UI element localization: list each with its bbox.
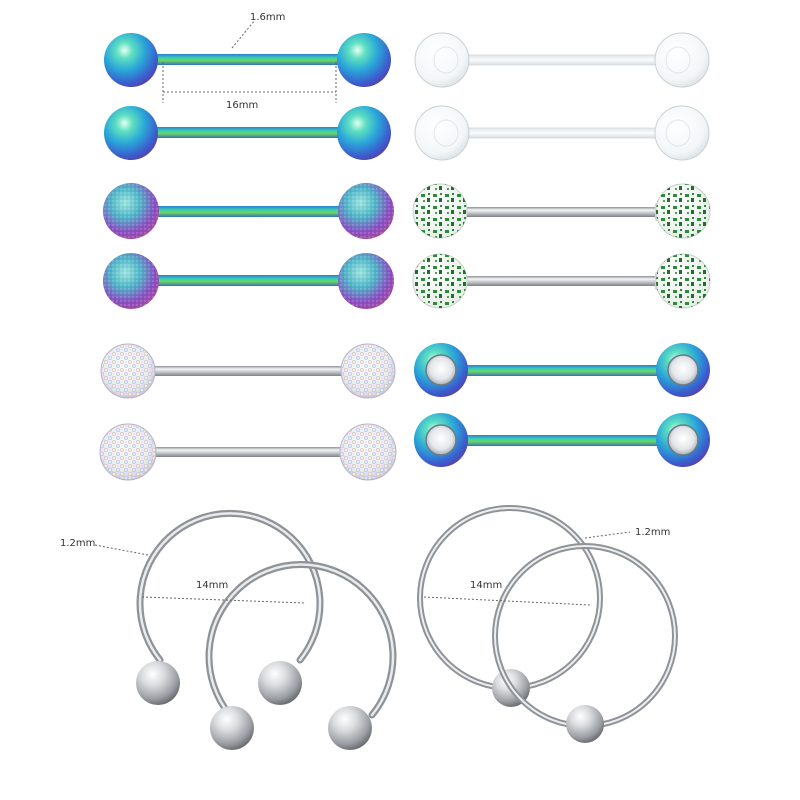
steel-captive-bead-ring-front — [492, 543, 678, 743]
ring-dimension-markers — [423, 531, 631, 606]
bar-gauge-label: 1.6mm — [250, 12, 285, 23]
rainbow-barbell-1 — [104, 33, 391, 87]
green-confetti-barbell-2 — [412, 253, 711, 309]
steel-horseshoe-ring-front — [205, 561, 397, 750]
ring-diameter-label: 14mm — [470, 580, 502, 591]
frosted-rainbow-barbell-1 — [103, 183, 394, 239]
bar-dimension-markers — [162, 19, 337, 103]
clear-flexible-barbell-1 — [414, 32, 710, 88]
steel-captive-bead-ring-back — [417, 505, 603, 707]
frosted-rainbow-barbell-2 — [103, 253, 394, 309]
horseshoe-diameter-label: 14mm — [196, 580, 228, 591]
ring-gauge-label: 1.2mm — [635, 527, 670, 538]
steel-horseshoe-ring-back — [136, 509, 324, 705]
clear-flexible-barbell-2 — [414, 105, 710, 161]
bar-length-label: 16mm — [226, 100, 258, 111]
rainbow-barbell-2 — [104, 106, 391, 160]
rainbow-gem-barbell-2 — [414, 413, 710, 467]
horseshoe-gauge-label: 1.2mm — [60, 538, 95, 549]
crystal-cluster-barbell-2 — [99, 423, 397, 481]
green-confetti-barbell-1 — [412, 183, 711, 239]
rainbow-gem-barbell-1 — [414, 343, 710, 397]
horseshoe-dimension-markers — [94, 544, 306, 604]
crystal-cluster-barbell-1 — [100, 343, 396, 399]
